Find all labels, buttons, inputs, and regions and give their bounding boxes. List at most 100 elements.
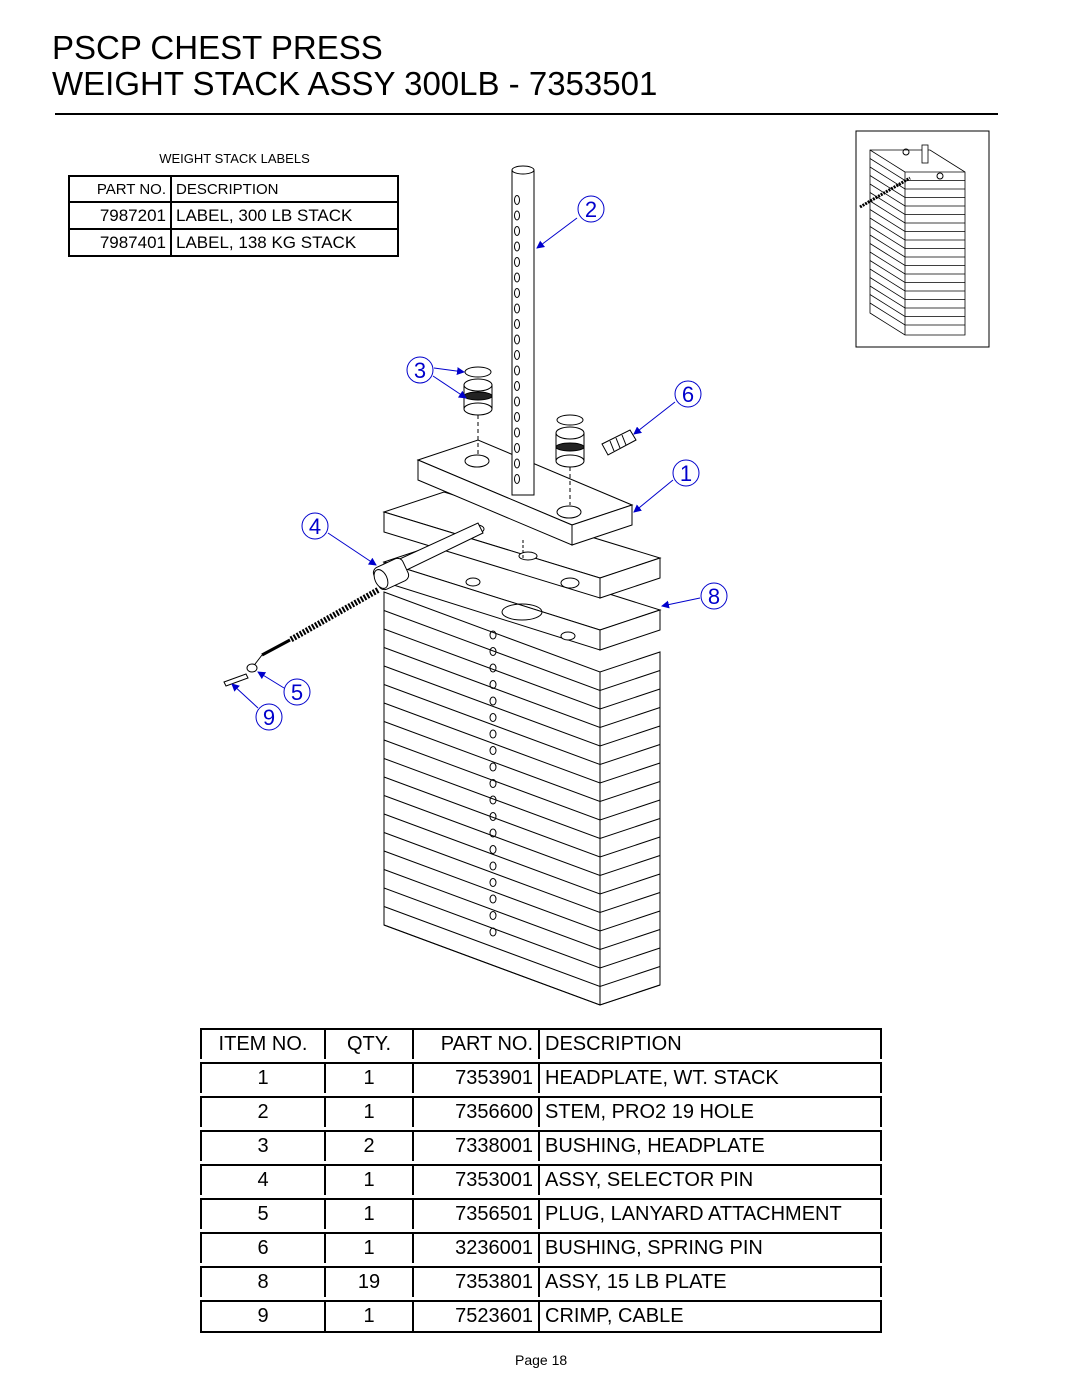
callout-5-label: 5 [291, 680, 303, 705]
stem-hole [514, 319, 520, 329]
table-row: 4 1 7353001 ASSY, SELECTOR PIN [200, 1164, 882, 1195]
description: PLUG, LANYARD ATTACHMENT [538, 1198, 882, 1229]
plate-edge [383, 721, 661, 803]
plate-edge [383, 832, 661, 914]
description: ASSY, SELECTOR PIN [538, 1164, 882, 1195]
description: BUSHING, HEADPLATE [538, 1130, 882, 1161]
parts-header-row: ITEM NO. QTY. PART NO. DESCRIPTION [200, 1028, 882, 1059]
callout-3-label: 3 [414, 358, 426, 383]
part-no: 7356600 [412, 1096, 538, 1127]
label-part-no: 7987201 [68, 201, 172, 230]
inset-plate-edge [869, 175, 965, 198]
stem-hole [514, 396, 520, 407]
label-part-no: 7987401 [68, 228, 172, 257]
qty: 1 [324, 1164, 412, 1195]
callout-9-label: 9 [263, 705, 275, 730]
plate-edge [383, 850, 661, 932]
labels-header-partno: PART NO. [68, 175, 172, 203]
callouts [231, 195, 728, 731]
exploded-assembly-drawing: 2 3 6 1 4 8 5 9 [223, 130, 990, 1006]
inset-plate-edge [869, 234, 965, 258]
table-row: 1 1 7353901 HEADPLATE, WT. STACK [200, 1062, 882, 1093]
inset-plate-edge [869, 277, 965, 300]
callout-8 [661, 582, 728, 610]
callout-5 [257, 671, 311, 706]
plate-hole [489, 845, 497, 854]
labels-table: PART NO. DESCRIPTION 7987201 LABEL, 300 … [68, 175, 399, 257]
description: CRIMP, CABLE [538, 1300, 882, 1333]
inset-plate-edge [869, 251, 965, 275]
description: STEM, PRO2 19 HOLE [538, 1096, 882, 1127]
plate-hole [489, 713, 497, 722]
inset-plate-edge [869, 183, 965, 207]
plate-edge [383, 813, 661, 895]
plate-edge [383, 776, 661, 858]
plate-hole [489, 927, 497, 937]
part-no: 7353801 [412, 1266, 538, 1297]
plate-hole [489, 861, 497, 871]
stem-hole [514, 334, 520, 345]
qty: 1 [324, 1198, 412, 1229]
inset-plate-edge [869, 226, 965, 249]
header-description: DESCRIPTION [538, 1028, 882, 1059]
plate-hole [489, 795, 497, 805]
callout-8-label: 8 [708, 584, 720, 609]
inset-plate-edge [869, 294, 965, 317]
qty: 2 [324, 1130, 412, 1161]
callout-1 [633, 459, 700, 513]
description: HEADPLATE, WT. STACK [538, 1062, 882, 1093]
item-no: 3 [200, 1130, 324, 1161]
table-row: 2 1 7356600 STEM, PRO2 19 HOLE [200, 1096, 882, 1127]
inset-plate-edge [869, 260, 965, 283]
inset-plate-edge [869, 200, 965, 224]
plate-hole [489, 762, 497, 772]
plate-edge [383, 739, 661, 821]
spring-pin-bushing [601, 429, 637, 456]
plate-hole [489, 911, 497, 920]
stem-hole [514, 365, 520, 376]
stem-hole [514, 350, 520, 360]
part-no: 7353901 [412, 1062, 538, 1093]
item-no: 2 [200, 1096, 324, 1127]
inset-plate-edge [869, 285, 965, 309]
callout-6-label: 6 [682, 382, 694, 407]
part-no: 3236001 [412, 1232, 538, 1263]
qty: 1 [324, 1232, 412, 1263]
plate-hole [489, 680, 497, 689]
description: ASSY, 15 LB PLATE [538, 1266, 882, 1297]
description: BUSHING, SPRING PIN [538, 1232, 882, 1263]
plate-edge [383, 684, 661, 766]
label-description: LABEL, 138 KG STACK [170, 228, 399, 257]
plate-edge [383, 795, 661, 877]
table-row: 9 1 7523601 CRIMP, CABLE [200, 1300, 882, 1333]
inset-plate-edge [869, 209, 965, 232]
plate-hole [489, 696, 497, 706]
part-no: 7353001 [412, 1164, 538, 1195]
plate-edge [383, 628, 661, 710]
inset-plate-edge [869, 192, 965, 215]
selector-pin [223, 522, 484, 687]
stem-hole [514, 226, 520, 236]
stem-hole [514, 241, 520, 252]
stem-hole [514, 303, 520, 314]
title-line-1: PSCP CHEST PRESS [52, 29, 383, 66]
plate-hole [489, 746, 497, 755]
labels-table-caption: WEIGHT STACK LABELS [159, 151, 310, 166]
plate-hole [489, 828, 497, 838]
header-item-no: ITEM NO. [200, 1028, 324, 1059]
plate-edge [383, 887, 661, 969]
plate-edge [383, 647, 661, 729]
labels-header-description: DESCRIPTION [170, 175, 399, 203]
plate-hole [489, 630, 497, 640]
table-row: 5 1 7356501 PLUG, LANYARD ATTACHMENT [200, 1198, 882, 1229]
stem-hole [514, 427, 520, 438]
plate-hole [489, 812, 497, 821]
stem [511, 165, 535, 560]
table-row: 6 1 3236001 BUSHING, SPRING PIN [200, 1232, 882, 1263]
plate-edge [383, 869, 661, 951]
inset-plate-edge [869, 217, 965, 241]
part-no: 7356501 [412, 1198, 538, 1229]
plate-hole [489, 663, 497, 673]
headplate [382, 439, 662, 599]
label-description: LABEL, 300 LB STACK [170, 201, 399, 230]
